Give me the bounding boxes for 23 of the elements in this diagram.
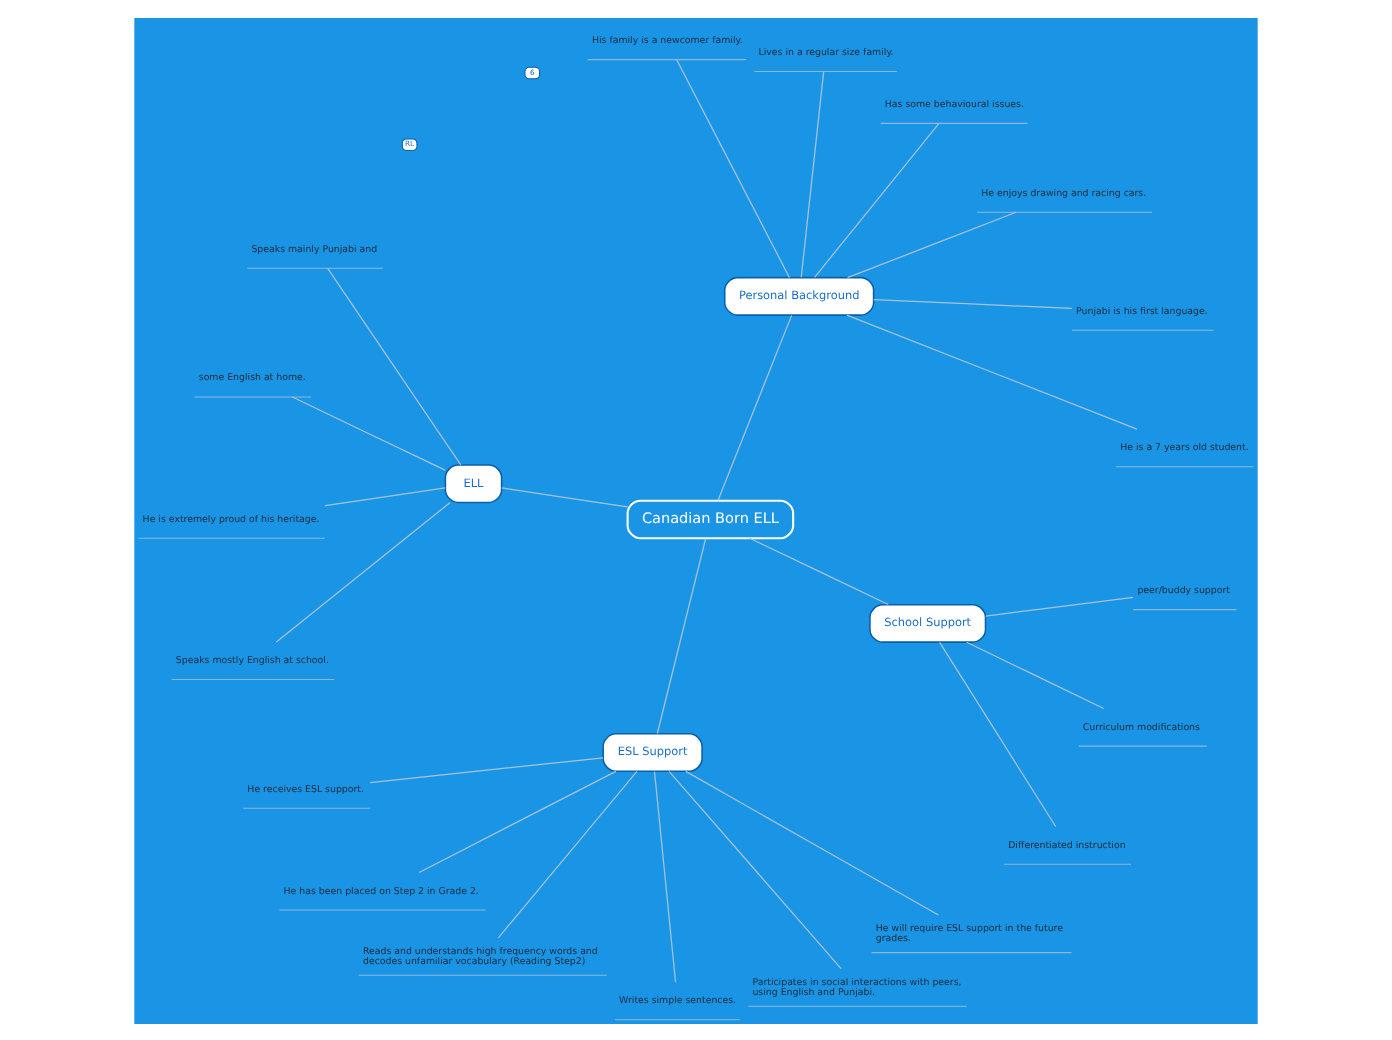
connector xyxy=(966,640,1105,709)
connector xyxy=(846,210,1017,278)
connector xyxy=(327,266,462,465)
connector xyxy=(656,536,707,734)
connector xyxy=(369,756,604,783)
connector xyxy=(676,58,791,278)
connector xyxy=(653,770,677,982)
connector xyxy=(324,486,446,506)
connector xyxy=(749,536,889,605)
connector xyxy=(846,313,1138,429)
connector xyxy=(668,769,842,969)
connector xyxy=(291,395,446,470)
connector xyxy=(985,595,1134,616)
connector xyxy=(800,70,825,277)
connector xyxy=(717,313,793,501)
connector xyxy=(497,769,638,938)
connector xyxy=(873,298,1073,308)
connector xyxy=(685,769,940,915)
connector xyxy=(813,122,940,277)
connector xyxy=(501,486,629,507)
connector xyxy=(418,769,617,873)
connector xyxy=(275,501,451,642)
connector xyxy=(939,640,1057,827)
